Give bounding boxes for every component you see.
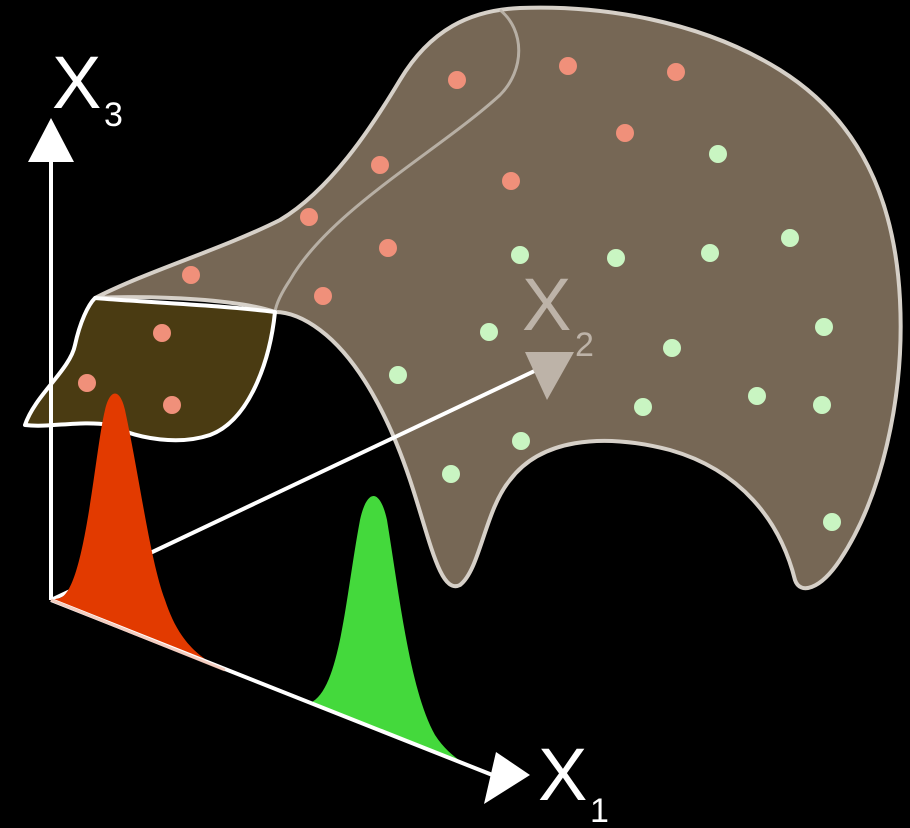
manifold-tip-region <box>23 296 277 443</box>
class-a-point <box>314 287 332 305</box>
class-b-distribution-curve <box>310 496 490 775</box>
class-b-point <box>823 513 841 531</box>
class-b-point <box>748 387 766 405</box>
class-a-point <box>300 208 318 226</box>
class-a-point <box>379 239 397 257</box>
x3-axis-arrowhead <box>28 118 74 162</box>
x1-axis-arrowhead <box>484 752 530 804</box>
x1-label-letter: X <box>538 733 587 816</box>
class-a-point <box>502 172 520 190</box>
manifold-surface <box>94 5 903 591</box>
class-a-point <box>163 396 181 414</box>
class-b-point <box>442 465 460 483</box>
class-a-distribution-curve <box>51 393 225 670</box>
x2-axis-label: X 2 <box>522 263 594 364</box>
class-b-point <box>815 318 833 336</box>
x1-axis-overlay <box>50 598 226 672</box>
class-b-point <box>607 249 625 267</box>
class-b-point <box>709 145 727 163</box>
x2-label-letter: X <box>522 263 571 346</box>
class-a-point <box>448 71 466 89</box>
class-a-point <box>559 57 577 75</box>
x1-axis-label: X 1 <box>538 733 609 828</box>
x2-axis-arrowhead <box>525 352 574 400</box>
class-b-point <box>389 366 407 384</box>
manifold-fold-line <box>273 8 521 313</box>
class-a-point <box>182 266 200 284</box>
class-b-point <box>511 246 529 264</box>
class-b-point <box>512 432 530 450</box>
x3-label-letter: X <box>52 41 101 124</box>
class-b-point <box>781 229 799 247</box>
class-a-point <box>667 63 685 81</box>
class-b-point <box>480 323 498 341</box>
class-a-point <box>371 156 389 174</box>
class-b-point <box>813 396 831 414</box>
x1-label-subscript: 1 <box>590 792 609 828</box>
x3-axis-label: X 3 <box>52 41 123 134</box>
class-b-point <box>701 244 719 262</box>
class-a-point <box>153 324 171 342</box>
class-b-point <box>663 339 681 357</box>
x3-label-subscript: 3 <box>104 96 123 134</box>
class-a-point <box>78 374 96 392</box>
x2-label-subscript: 2 <box>575 326 594 364</box>
class-a-point <box>616 124 634 142</box>
class-b-point <box>634 398 652 416</box>
class-b-points <box>389 145 841 531</box>
class-a-points <box>78 57 685 414</box>
